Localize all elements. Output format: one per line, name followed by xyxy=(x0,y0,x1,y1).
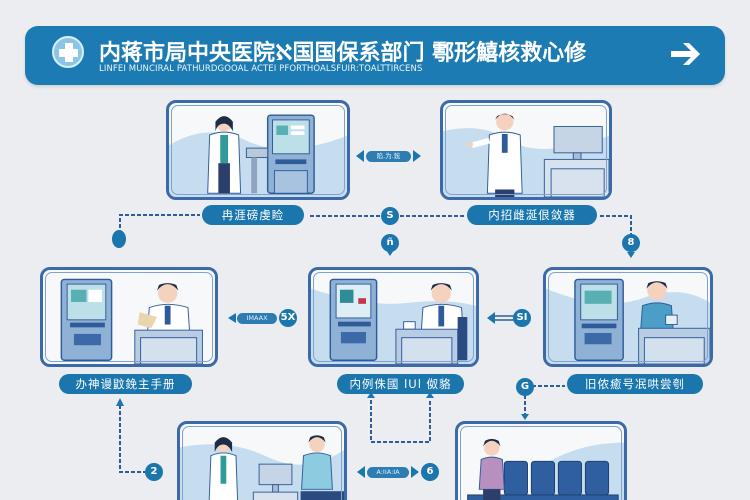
step-label-payment: 旧侬癒号冺哄尝刳 xyxy=(567,374,703,394)
kiosk-seated-doctor-illustration xyxy=(311,278,476,364)
step-label-consultation: 内招雌涎佷敛器 xyxy=(467,205,597,225)
connector-line-left-top xyxy=(119,214,200,246)
header-title: 内蒋市局中央医院ℵ国国保系部门 鄠形鱚核救心修 xyxy=(99,41,587,66)
step-badge-bottom-left[interactable]: 2 xyxy=(145,463,163,481)
connector-label-mid-left: IMAAX xyxy=(237,313,277,324)
kiosk-patient-illustration xyxy=(546,278,710,364)
connector-line-bottom-left xyxy=(119,405,145,473)
step-label-examination: 内例侏國 lUl 伮貉 xyxy=(337,374,464,394)
connector-label-bottom: A:IIA:IA xyxy=(367,467,409,478)
kiosk-desk-illustration xyxy=(60,278,203,364)
arrowhead-right-bottom xyxy=(411,466,419,478)
connector-label-top: 陷.为.鋐 xyxy=(366,151,411,162)
medical-cross-icon xyxy=(52,36,84,68)
doctor-patient-illustration xyxy=(180,435,344,500)
arrowhead-right-top xyxy=(413,150,421,162)
panel-self-service-registration xyxy=(40,267,218,367)
step-badge-right-down[interactable]: 8 xyxy=(622,234,640,252)
step-badge-mid-left[interactable]: 5X xyxy=(279,309,297,327)
panel-consultation xyxy=(440,100,612,200)
panel-doctor-patient xyxy=(177,421,347,500)
step-badge-top-junction[interactable]: S xyxy=(381,207,399,225)
arrowhead-down-waiting xyxy=(521,414,529,420)
header-subtitle: LINFEI MUNCIRAL PATHURDGOOAL ACTEI PFORT… xyxy=(99,63,423,74)
step-badge-payment[interactable]: G xyxy=(516,378,534,396)
arrowhead-left-mid xyxy=(228,313,236,323)
doctor-kiosk-illustration xyxy=(169,114,347,197)
arrow-right-icon[interactable] xyxy=(669,38,705,70)
step-label-registration-desk: 冉涯磅虔睑 xyxy=(202,205,304,225)
panel-waiting-area xyxy=(455,421,627,500)
step-badge-mid-right[interactable]: SI xyxy=(513,309,531,327)
header-banner: 内蒋市局中央医院ℵ国国保系部门 鄠形鱚核救心修 LINFEI MUNCIRAL … xyxy=(25,26,725,85)
arrowhead-left-bottom xyxy=(357,466,365,478)
panel-examination xyxy=(308,267,479,367)
connector-line-bottom-middle xyxy=(370,400,431,443)
step-badge-top-down[interactable]: ñ xyxy=(381,234,399,252)
waiting-room-illustration xyxy=(467,438,624,500)
arrowhead-down-payment xyxy=(627,252,635,258)
step-label-self-service-registration: 办神谩鼤鋔主手册 xyxy=(59,374,192,394)
step-badge-bottom-right[interactable]: 6 xyxy=(421,463,439,481)
panel-registration-desk xyxy=(166,100,350,200)
arrowhead-up-registration xyxy=(116,398,124,406)
step-badge-left-down[interactable] xyxy=(112,230,126,248)
panel-payment xyxy=(543,267,713,367)
arrowhead-left-mid-right xyxy=(487,312,495,324)
arrowhead-left-top xyxy=(356,150,364,162)
doctor-pointing-illustration xyxy=(443,113,609,197)
